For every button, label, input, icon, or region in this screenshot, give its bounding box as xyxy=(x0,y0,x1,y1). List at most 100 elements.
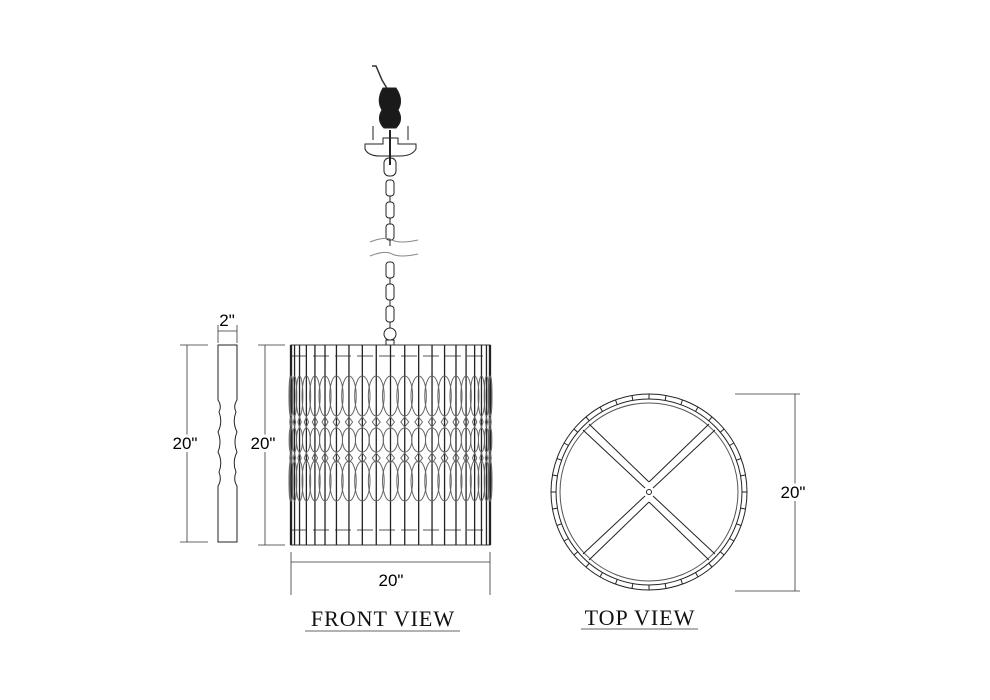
ring-tick xyxy=(631,583,634,589)
ring-tick xyxy=(563,538,569,542)
shade-oval xyxy=(469,460,480,502)
shade-oval xyxy=(318,460,332,502)
ring-tick xyxy=(736,523,742,526)
chain-link xyxy=(385,223,395,241)
shade-diamond xyxy=(471,415,478,429)
shade-diamond xyxy=(321,416,329,428)
shade-diamond xyxy=(297,451,302,465)
shade-diamond xyxy=(427,452,437,464)
shade-diamond xyxy=(452,416,460,428)
shade-diamond xyxy=(427,416,437,428)
shade-diamond xyxy=(292,416,297,428)
shade-diamond xyxy=(489,452,492,464)
front-view-title: FRONT VIEW xyxy=(311,606,455,631)
ring-tick xyxy=(556,458,562,461)
chain xyxy=(385,179,395,328)
ring-tick xyxy=(573,551,579,556)
shade-oval xyxy=(301,460,312,502)
ring-tick xyxy=(708,416,713,422)
ring-tick xyxy=(585,416,590,422)
shade-diamond xyxy=(321,452,329,464)
shade-diamond xyxy=(371,452,381,464)
shade-diamond xyxy=(357,416,367,428)
ring-tick xyxy=(695,406,699,412)
shade-oval xyxy=(449,375,463,417)
shade-oval xyxy=(437,460,452,502)
ring-tick xyxy=(708,562,713,568)
shade-diamond xyxy=(303,415,310,429)
shade-diamond xyxy=(311,451,319,465)
ring-tick xyxy=(615,399,618,405)
top-diameter-label: 20" xyxy=(781,483,806,502)
shade-oval xyxy=(329,375,344,417)
shade-oval xyxy=(295,460,304,502)
shade-diamond xyxy=(344,452,354,464)
shade-diamond xyxy=(344,416,354,428)
shade-oval xyxy=(382,375,399,417)
ring-tick xyxy=(585,562,590,568)
shade-oval xyxy=(341,375,357,417)
shade-diamond xyxy=(479,451,484,465)
shade-oval xyxy=(424,460,440,502)
shade-diamond xyxy=(484,452,489,464)
chain-break-icon xyxy=(369,237,419,257)
shade-oval xyxy=(318,375,332,417)
chain-link xyxy=(385,179,395,197)
front-width-label: 20" xyxy=(379,571,404,590)
shade-diamond xyxy=(400,452,410,464)
ring-tick xyxy=(556,523,562,526)
ring-tick xyxy=(615,579,618,585)
shade-oval xyxy=(354,375,371,417)
shade-oval xyxy=(289,375,294,417)
shade-oval xyxy=(367,460,385,502)
shade-oval xyxy=(396,375,414,417)
shade-diamond xyxy=(484,416,489,428)
ring-tick xyxy=(664,395,667,401)
ring-tick xyxy=(719,551,725,556)
chain-link xyxy=(385,261,395,279)
side-height-label: 20" xyxy=(173,434,198,453)
shade-diamond xyxy=(332,452,341,464)
ring-tick xyxy=(729,538,735,542)
front-view-shade xyxy=(288,344,493,546)
ring-tick xyxy=(680,399,683,405)
ring-tick xyxy=(740,474,746,477)
ring-tick xyxy=(740,507,746,510)
side-view-profile xyxy=(217,344,238,543)
ring-tick xyxy=(719,428,725,433)
shade-oval xyxy=(410,460,427,502)
shade-oval xyxy=(382,460,399,502)
shade-oval xyxy=(354,460,371,502)
shade-diamond xyxy=(290,452,293,464)
shade-diamond xyxy=(311,415,319,429)
ring-tick xyxy=(680,579,683,585)
shade-diamond xyxy=(489,416,492,428)
shade-oval xyxy=(460,460,472,502)
shade-diamond xyxy=(414,416,424,428)
shade-diamond xyxy=(462,451,470,465)
shade-oval xyxy=(410,375,427,417)
ring-tick xyxy=(736,458,742,461)
chain-link xyxy=(385,305,395,323)
shade-oval xyxy=(488,375,493,417)
chain-link xyxy=(385,283,395,301)
shade-diamond xyxy=(462,415,470,429)
front-height-label: 20" xyxy=(251,434,276,453)
side-width-label: 2" xyxy=(219,311,235,330)
ring-tick xyxy=(695,572,699,578)
shade-oval xyxy=(396,460,414,502)
shade-diamond xyxy=(471,451,478,465)
shade-oval xyxy=(437,375,452,417)
shade-oval xyxy=(477,460,486,502)
shade-diamond xyxy=(440,452,449,464)
ring-loop xyxy=(383,327,397,346)
ceiling-canopy xyxy=(364,126,417,177)
ring-tick xyxy=(552,507,558,510)
shade-diamond xyxy=(414,452,424,464)
ring-tick xyxy=(729,442,735,446)
shade-diamond xyxy=(290,416,293,428)
cord-icon xyxy=(372,65,402,129)
ring-tick xyxy=(664,583,667,589)
